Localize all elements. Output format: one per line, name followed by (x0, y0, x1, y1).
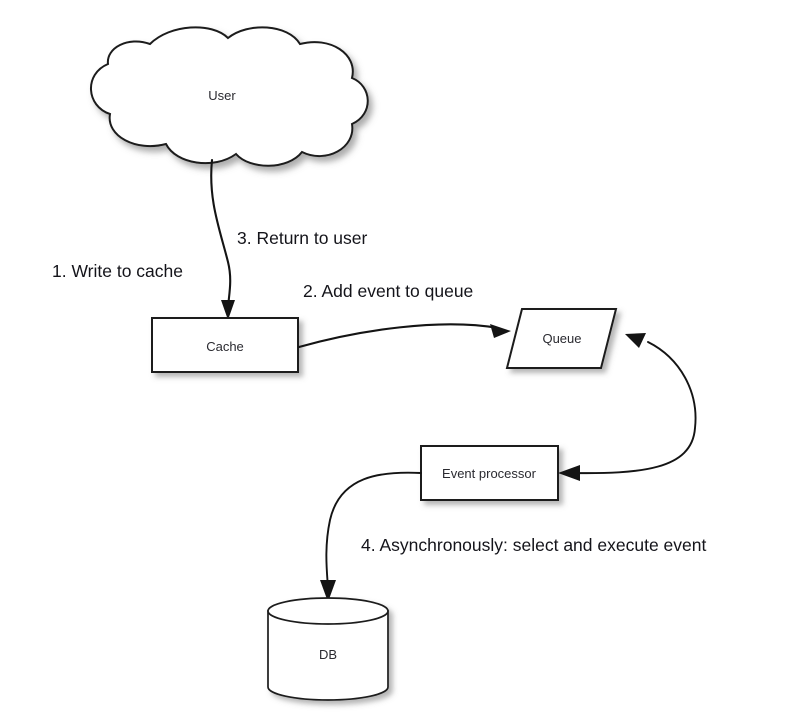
edge-cache-to-queue[interactable] (297, 323, 511, 349)
node-event-processor-label: Event processor (442, 466, 537, 481)
edge-event-processor-to-db-path (325, 471, 422, 589)
edge-cache-to-queue-arrowhead (490, 324, 511, 338)
node-queue-label: Queue (542, 331, 581, 346)
node-event-processor[interactable]: Event processor (420, 445, 580, 501)
cloud-shape (90, 26, 369, 167)
queue-shape (505, 308, 618, 369)
node-cache[interactable]: Cache (151, 317, 299, 373)
edge-cache-to-queue-path (297, 323, 500, 349)
edge-event-processor-to-db-arrowhead (320, 580, 336, 602)
cache-shape (151, 317, 299, 373)
step-label-2: 2. Add event to queue (303, 281, 473, 301)
step-label-4: 4. Asynchronously: select and execute ev… (361, 535, 706, 555)
node-user[interactable]: User (90, 26, 369, 167)
edge-event-processor-to-db[interactable] (320, 471, 422, 602)
edge-user-to-cache-path (210, 158, 232, 312)
node-cache-label: Cache (206, 339, 244, 354)
edge-queue-to-event-processor[interactable] (570, 333, 697, 475)
edge-queue-loop-path (570, 341, 697, 475)
step-label-3: 3. Return to user (237, 228, 368, 248)
edge-into-event-processor-arrowhead (558, 465, 580, 481)
db-cylinder-top (267, 597, 389, 625)
db-cylinder-body (267, 610, 389, 701)
node-user-label: User (208, 88, 236, 103)
node-db[interactable]: DB (267, 597, 389, 701)
edge-queue-loop-arrowhead (625, 333, 646, 348)
edge-user-to-cache[interactable] (210, 158, 235, 320)
edge-user-to-cache-arrowhead (221, 300, 235, 320)
step-label-1: 1. Write to cache (52, 261, 183, 281)
node-queue[interactable]: Queue (505, 308, 618, 369)
node-db-label: DB (319, 647, 337, 662)
